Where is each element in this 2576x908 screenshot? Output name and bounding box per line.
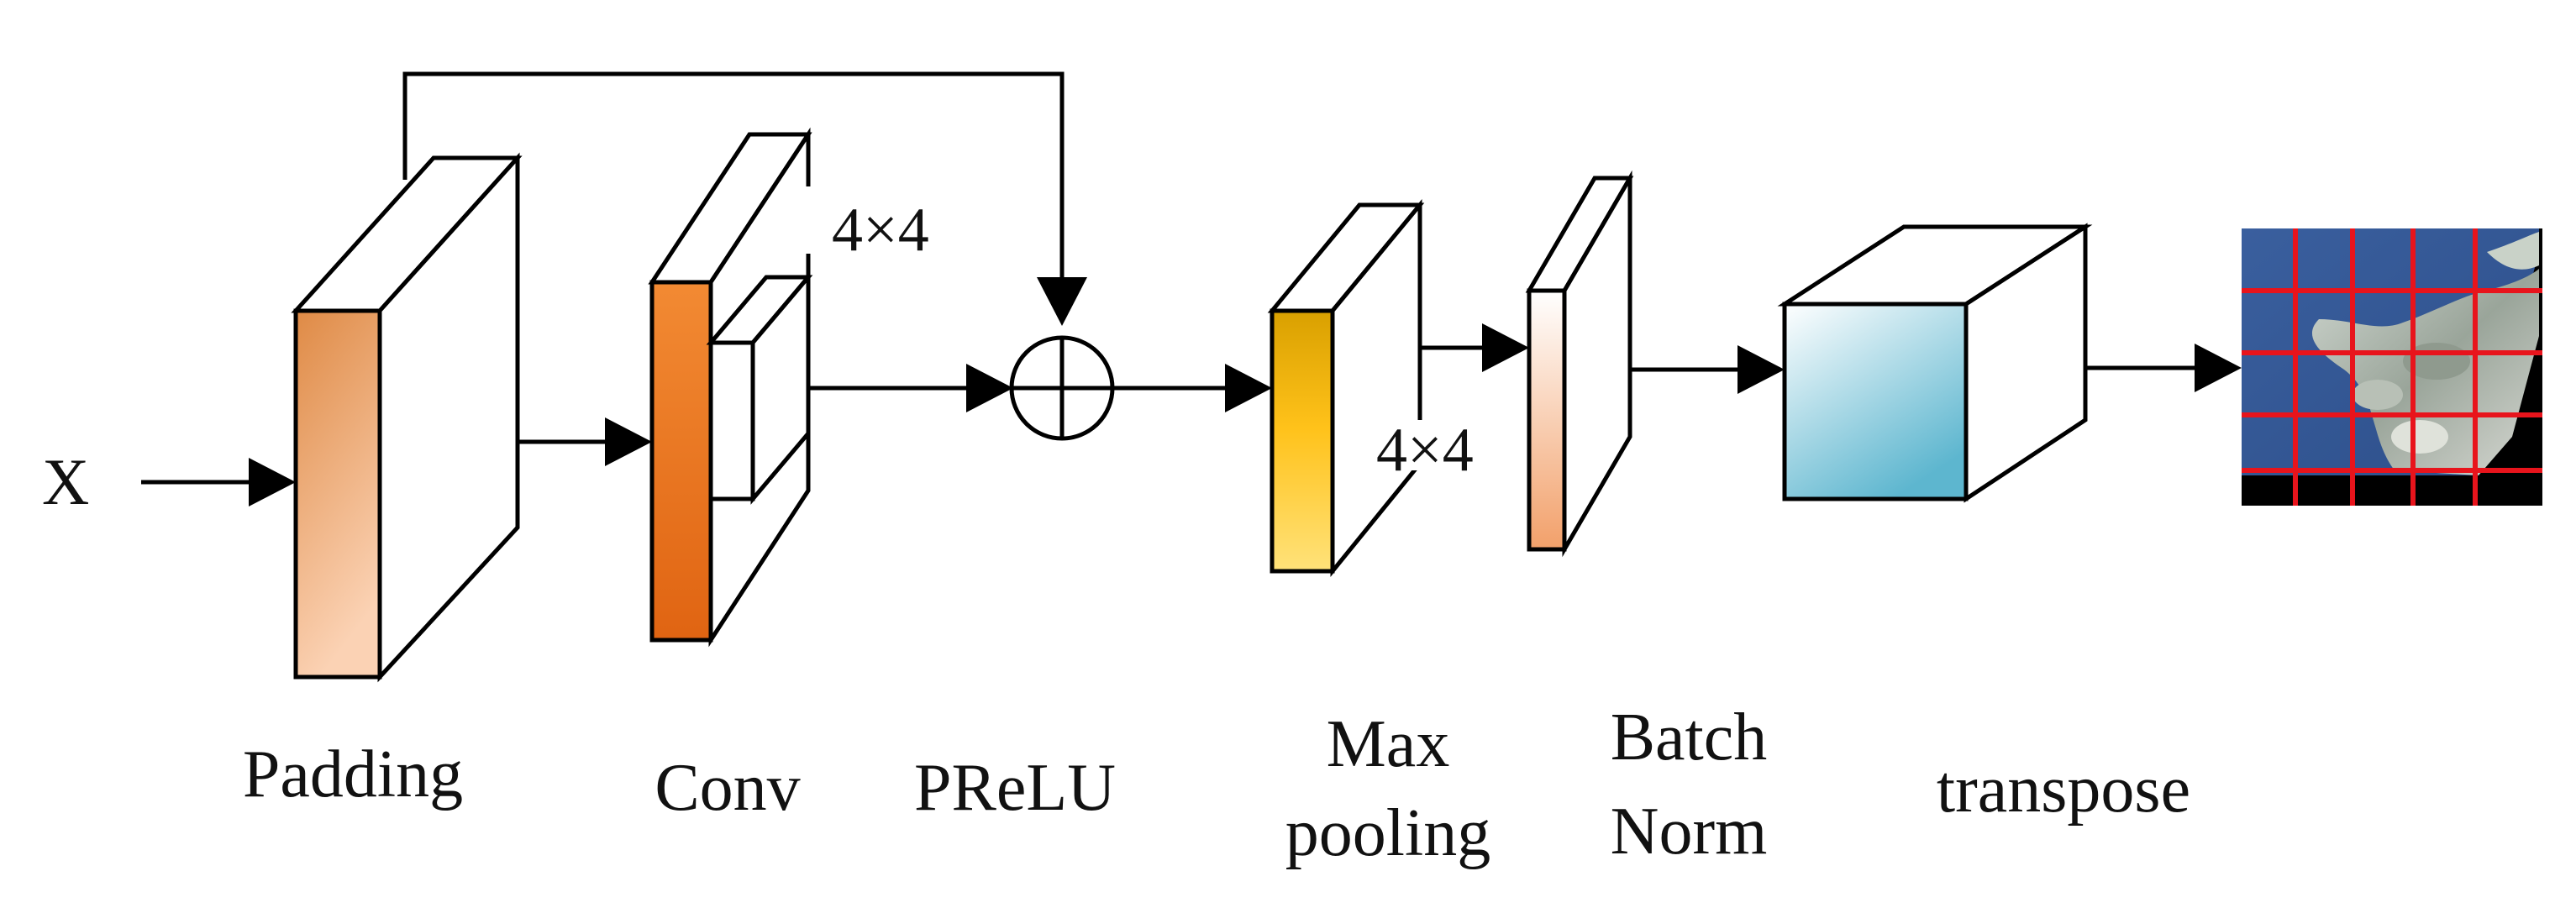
arrow-transpose-to-output [2085, 344, 2242, 392]
sum-node-icon [1009, 335, 1115, 441]
maxpool-block [1267, 199, 1430, 578]
transpose-block [1777, 223, 2093, 503]
arrow-maxpool-to-batchnorm [1420, 323, 1529, 372]
conv-label: Conv [655, 751, 800, 825]
padding-label: Padding [243, 737, 463, 811]
transpose-label: transpose [1937, 753, 2190, 827]
arrow-x-to-padding [141, 458, 296, 506]
batchnorm-label-line2: Norm [1611, 795, 1768, 869]
conv-kernel-label: 4×4 [832, 196, 929, 265]
batchnorm-label-line1: Batch [1611, 701, 1768, 774]
batchnorm-block [1525, 170, 1634, 558]
arrow-conv-to-sum [808, 364, 1013, 412]
input-label: X [42, 445, 89, 518]
arrow-batchnorm-to-transpose [1630, 345, 1785, 394]
conv-block [648, 127, 817, 648]
padding-block [291, 152, 523, 683]
prelu-label: PReLU [914, 751, 1116, 825]
arrow-sum-to-maxpool [1112, 364, 1272, 412]
maxpool-kernel-label: 4×4 [1376, 416, 1474, 485]
skip-connection-arrow [402, 71, 1087, 326]
maxpool-label-line2: pooling [1285, 796, 1490, 870]
arrow-padding-to-conv [518, 417, 652, 466]
output-satellite-image [2242, 228, 2542, 506]
maxpool-label-line1: Max [1327, 707, 1450, 781]
